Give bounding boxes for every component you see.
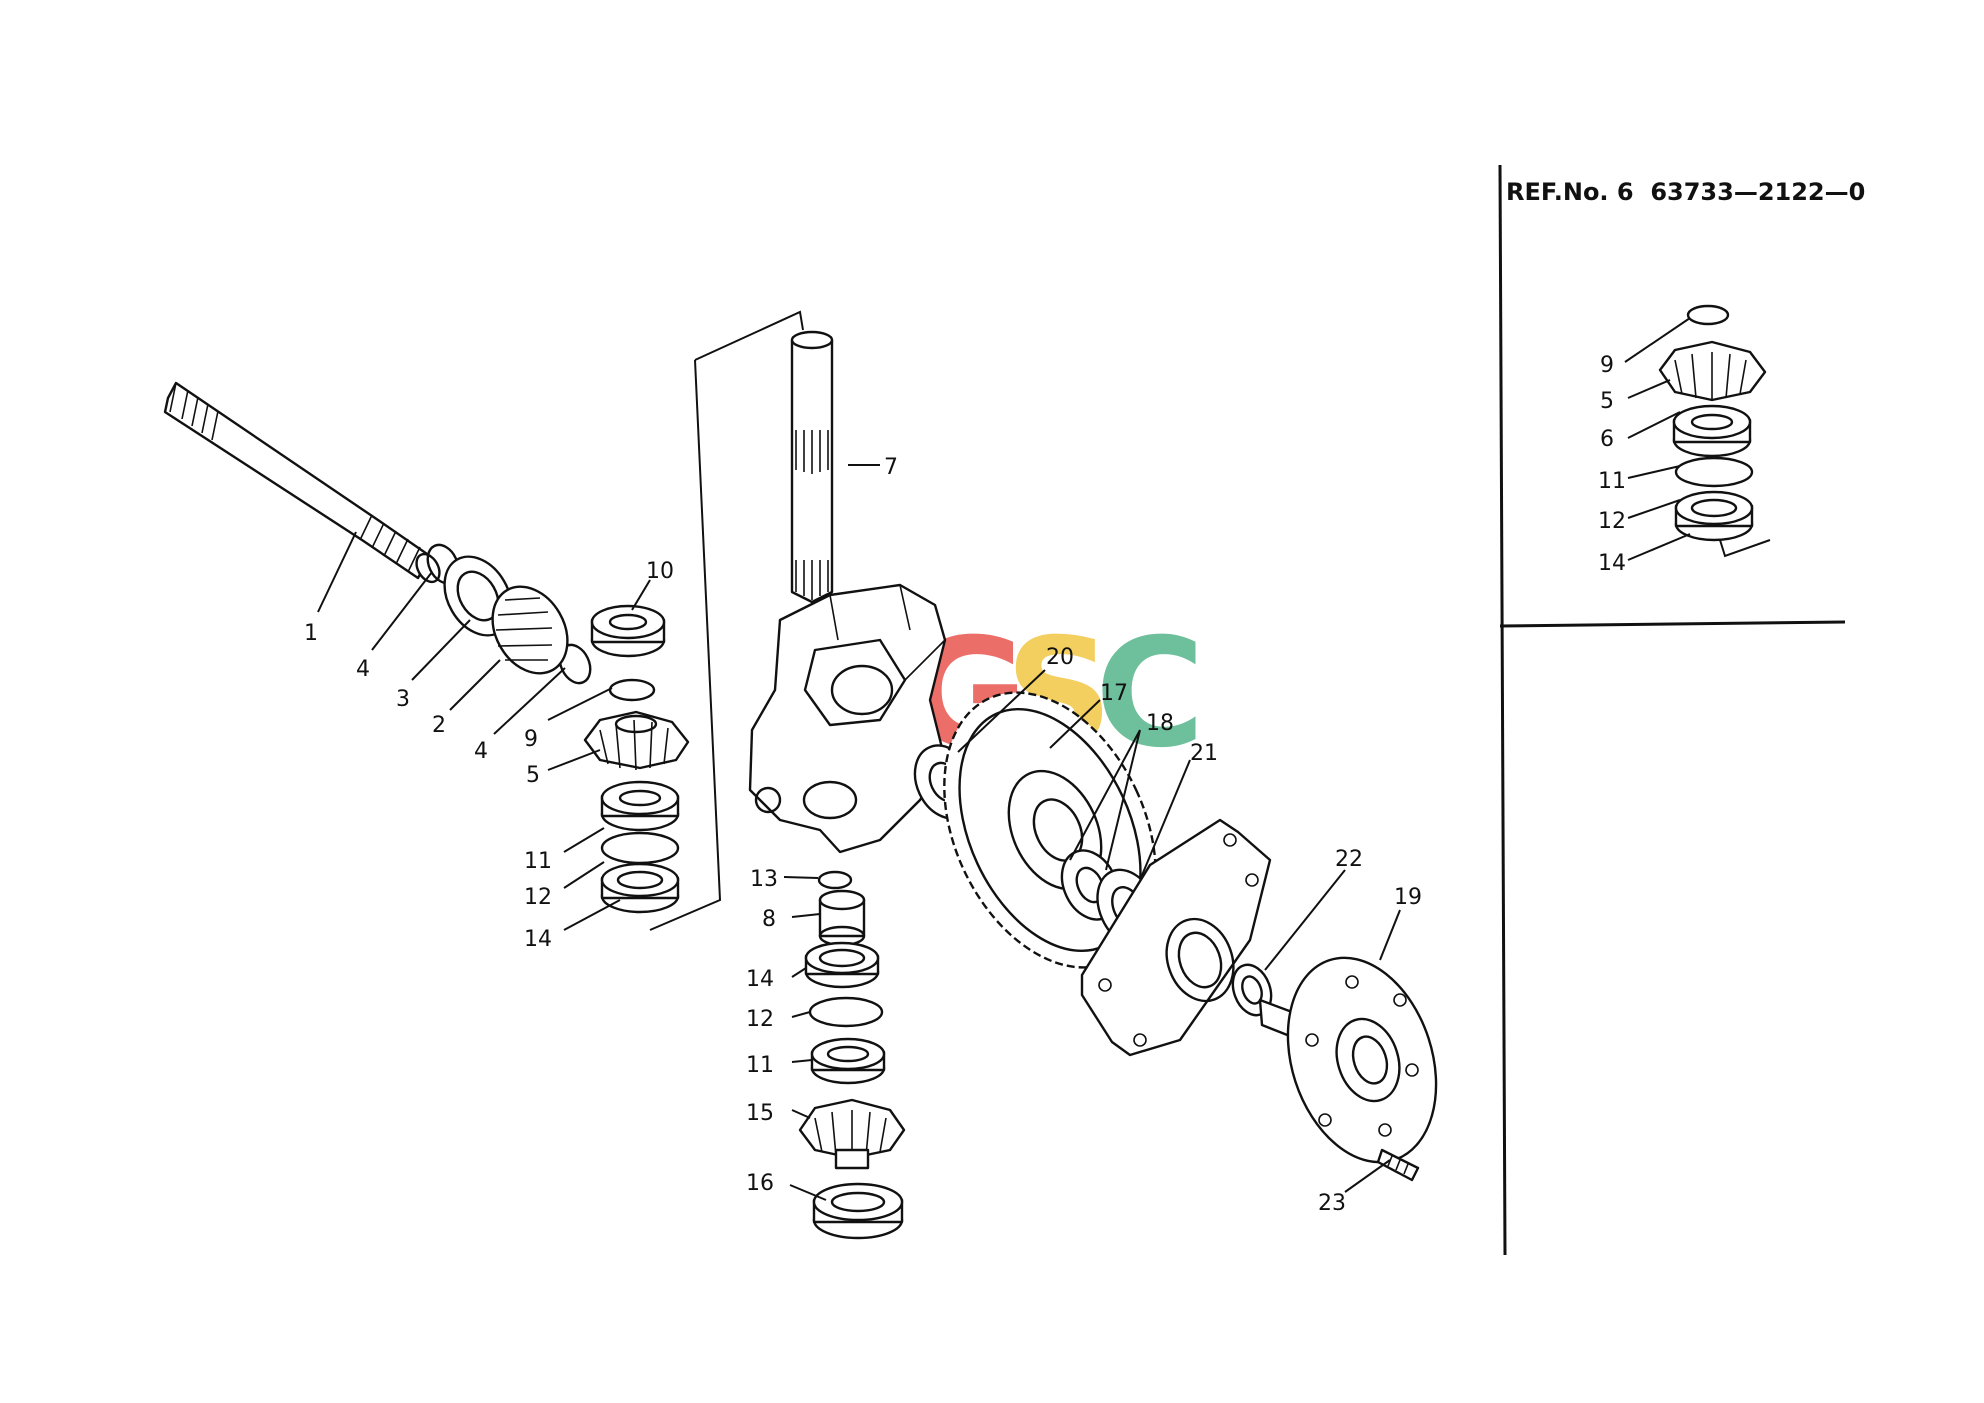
snap-ring-icon (1686, 304, 1730, 326)
ball-bearing-icon (590, 604, 666, 658)
callout-label: 13 (750, 867, 778, 892)
oil-seal-icon (600, 862, 680, 914)
callout-label: 9 (524, 727, 538, 752)
callout-label: 14 (1598, 551, 1626, 576)
collar-icon (818, 889, 866, 947)
snap-ring-icon (608, 678, 656, 702)
snap-ring-icon (808, 996, 884, 1028)
callout-label: 19 (1394, 885, 1422, 910)
callout-label: 7 (884, 455, 898, 480)
oil-seal-icon (804, 941, 880, 989)
group-bracket (649, 310, 804, 931)
inset-parts (1658, 304, 1771, 558)
callouts-inset: 9 5 6 11 12 14 (1598, 353, 1626, 576)
callout-label: 9 (1600, 353, 1614, 378)
callouts-main: 1 4 3 2 4 9 5 10 11 12 14 7 13 8 14 12 1… (304, 455, 1422, 1216)
callout-label: 5 (1600, 389, 1614, 414)
ball-bearing-icon (600, 780, 680, 832)
callout-label: 14 (524, 927, 552, 952)
wheel-stud-icon (1376, 1148, 1420, 1182)
callout-label: 11 (524, 849, 552, 874)
callout-label: 16 (746, 1171, 774, 1196)
bevel-gear-icon (1658, 340, 1767, 402)
ball-bearing-icon (1672, 404, 1752, 458)
snap-ring-icon (600, 831, 680, 865)
axle-flange-icon (1258, 956, 1438, 1164)
inset-divider-horizontal (1499, 620, 1846, 628)
bevel-gear-icon (798, 1098, 906, 1170)
snap-ring-icon (1674, 456, 1754, 488)
callout-label: 17 (1100, 681, 1128, 706)
group-bracket (1719, 539, 1771, 558)
callout-label: 8 (762, 907, 776, 932)
inset-divider-vertical (1498, 164, 1507, 1256)
callout-label: 20 (1046, 645, 1074, 670)
callout-label: 3 (396, 687, 410, 712)
callout-label: 11 (1598, 469, 1626, 494)
callout-label: 4 (474, 739, 488, 764)
bevel-gear-icon (491, 585, 569, 675)
snap-ring-icon (817, 870, 853, 890)
callout-label: 4 (356, 657, 370, 682)
callout-label: 14 (746, 967, 774, 992)
ref-header: REF.No. 6 63733—2122—0 (1506, 178, 1865, 206)
callout-label: 11 (746, 1053, 774, 1078)
callout-label: 12 (746, 1007, 774, 1032)
oil-seal-icon (812, 1182, 904, 1240)
callout-label: 18 (1146, 711, 1174, 736)
callout-label: 1 (304, 621, 318, 646)
output-shaft-icon (790, 330, 834, 604)
callout-label: 21 (1190, 741, 1218, 766)
bevel-gear-icon (583, 710, 690, 771)
callout-label: 12 (524, 885, 552, 910)
ball-bearing-icon (810, 1037, 886, 1085)
callout-label: 10 (646, 559, 674, 584)
cover-plate-icon (1080, 818, 1272, 1057)
callout-label: 22 (1335, 847, 1363, 872)
callout-label: 6 (1600, 427, 1614, 452)
input-shaft-icon (163, 381, 441, 584)
callout-label: 12 (1598, 509, 1626, 534)
gear-housing-icon (748, 583, 947, 854)
callout-label: 15 (746, 1101, 774, 1126)
callout-label: 23 (1318, 1191, 1346, 1216)
callout-label: 2 (432, 713, 446, 738)
callout-label: 5 (526, 763, 540, 788)
oil-seal-icon (1674, 490, 1754, 542)
leader-lines (317, 317, 1691, 1201)
